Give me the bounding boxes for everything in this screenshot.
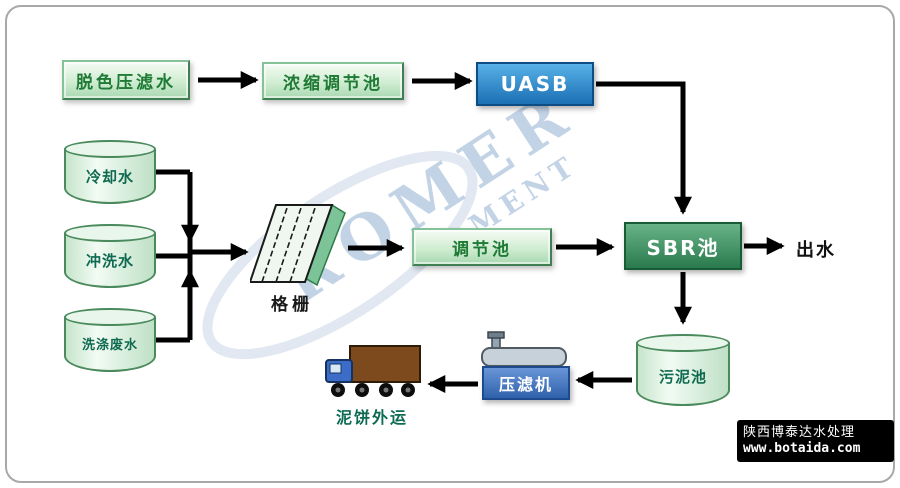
cooling-water-tank: 冷却水 [64,140,156,204]
tank-label: 冲洗水 [85,252,134,270]
node-uasb: UASB [476,62,594,106]
footer-brand: 陕西博泰达水处理 www.botaida.com [737,420,894,462]
node-decolor-press-water: 脱色压滤水 [62,60,190,100]
company-name: 陕西博泰达水处理 [743,425,856,440]
node-concentrate-tank: 浓缩调节池 [262,62,404,100]
node-label: 调节池 [452,239,512,260]
truck-icon [325,345,421,397]
tank-label: 洗涤废水 [81,338,138,353]
cylinder-body [636,343,730,406]
website: www.botaida.com [743,441,861,456]
tank-label: 污泥池 [658,368,707,386]
node-label: 压滤机 [498,375,553,394]
screen-label: 格栅 [271,295,313,315]
filter-press-icon [481,331,567,367]
node-label: 脱色压滤水 [76,72,176,93]
node-sbr-tank: SBR池 [624,222,742,270]
cylinder-top [64,224,156,242]
cylinder-body [64,233,156,288]
effluent-label: 出水 [796,240,836,261]
cylinder-top [64,308,156,326]
node-filter-press: 压滤机 [482,366,570,400]
cylinder-body [64,149,156,204]
cylinder-top [64,140,156,158]
node-label: UASB [500,72,570,96]
screen-icon [248,203,346,287]
screen-node: 格栅 [248,202,354,315]
rinse-water-tank: 冲洗水 [64,224,156,288]
border-frame [5,5,895,483]
node-label: SBR池 [646,235,720,260]
node-label: 浓缩调节池 [283,73,383,94]
sludge-cake-label: 泥饼外运 [335,408,408,427]
tank-label: 冷却水 [85,168,134,186]
cylinder-body [64,317,156,372]
cylinder-top [636,334,730,352]
node-regulating-tank: 调节池 [412,228,552,266]
sludge-tank: 污泥池 [636,334,730,406]
washing-wastewater-tank: 洗涤废水 [64,308,156,372]
